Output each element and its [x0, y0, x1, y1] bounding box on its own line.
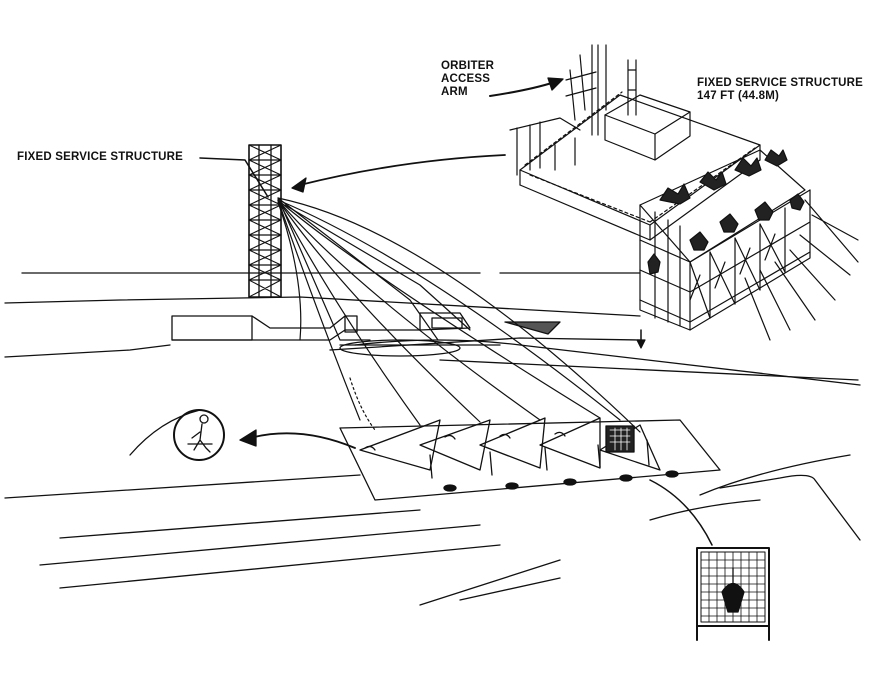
figure-inset [173, 409, 225, 461]
label-line: FIXED SERVICE STRUCTURE [697, 77, 864, 89]
leader-line-fss-left [199, 157, 269, 198]
fss-closeup [509, 44, 859, 349]
curved-arrow-to-tower [291, 154, 506, 193]
screen-panel-small [605, 425, 635, 453]
fixed-service-structure-tower [248, 144, 282, 298]
label-line: 147 FT (44.8M) [697, 90, 780, 102]
label-line: ORBITER [441, 60, 495, 72]
label-line: ARM [441, 86, 468, 98]
label-line: ACCESS [441, 73, 491, 85]
arrow-orbiter-access-arm [489, 77, 564, 97]
water-distribution-pipes [277, 197, 641, 433]
label-orbiter-access-arm: ORBITER ACCESS ARM [441, 60, 494, 99]
label-fixed-service-structure: FIXED SERVICE STRUCTURE [17, 151, 184, 163]
leader-to-screen-detail [649, 479, 713, 546]
arrow-figure-to-deck [239, 429, 356, 449]
screen-detail [696, 547, 770, 641]
ground-lines [4, 272, 861, 606]
water-deluge-deck [339, 417, 721, 501]
label-fixed-service-structure-height: FIXED SERVICE STRUCTURE 147 FT (44.8M) [697, 77, 863, 103]
pad-surface [171, 312, 561, 357]
